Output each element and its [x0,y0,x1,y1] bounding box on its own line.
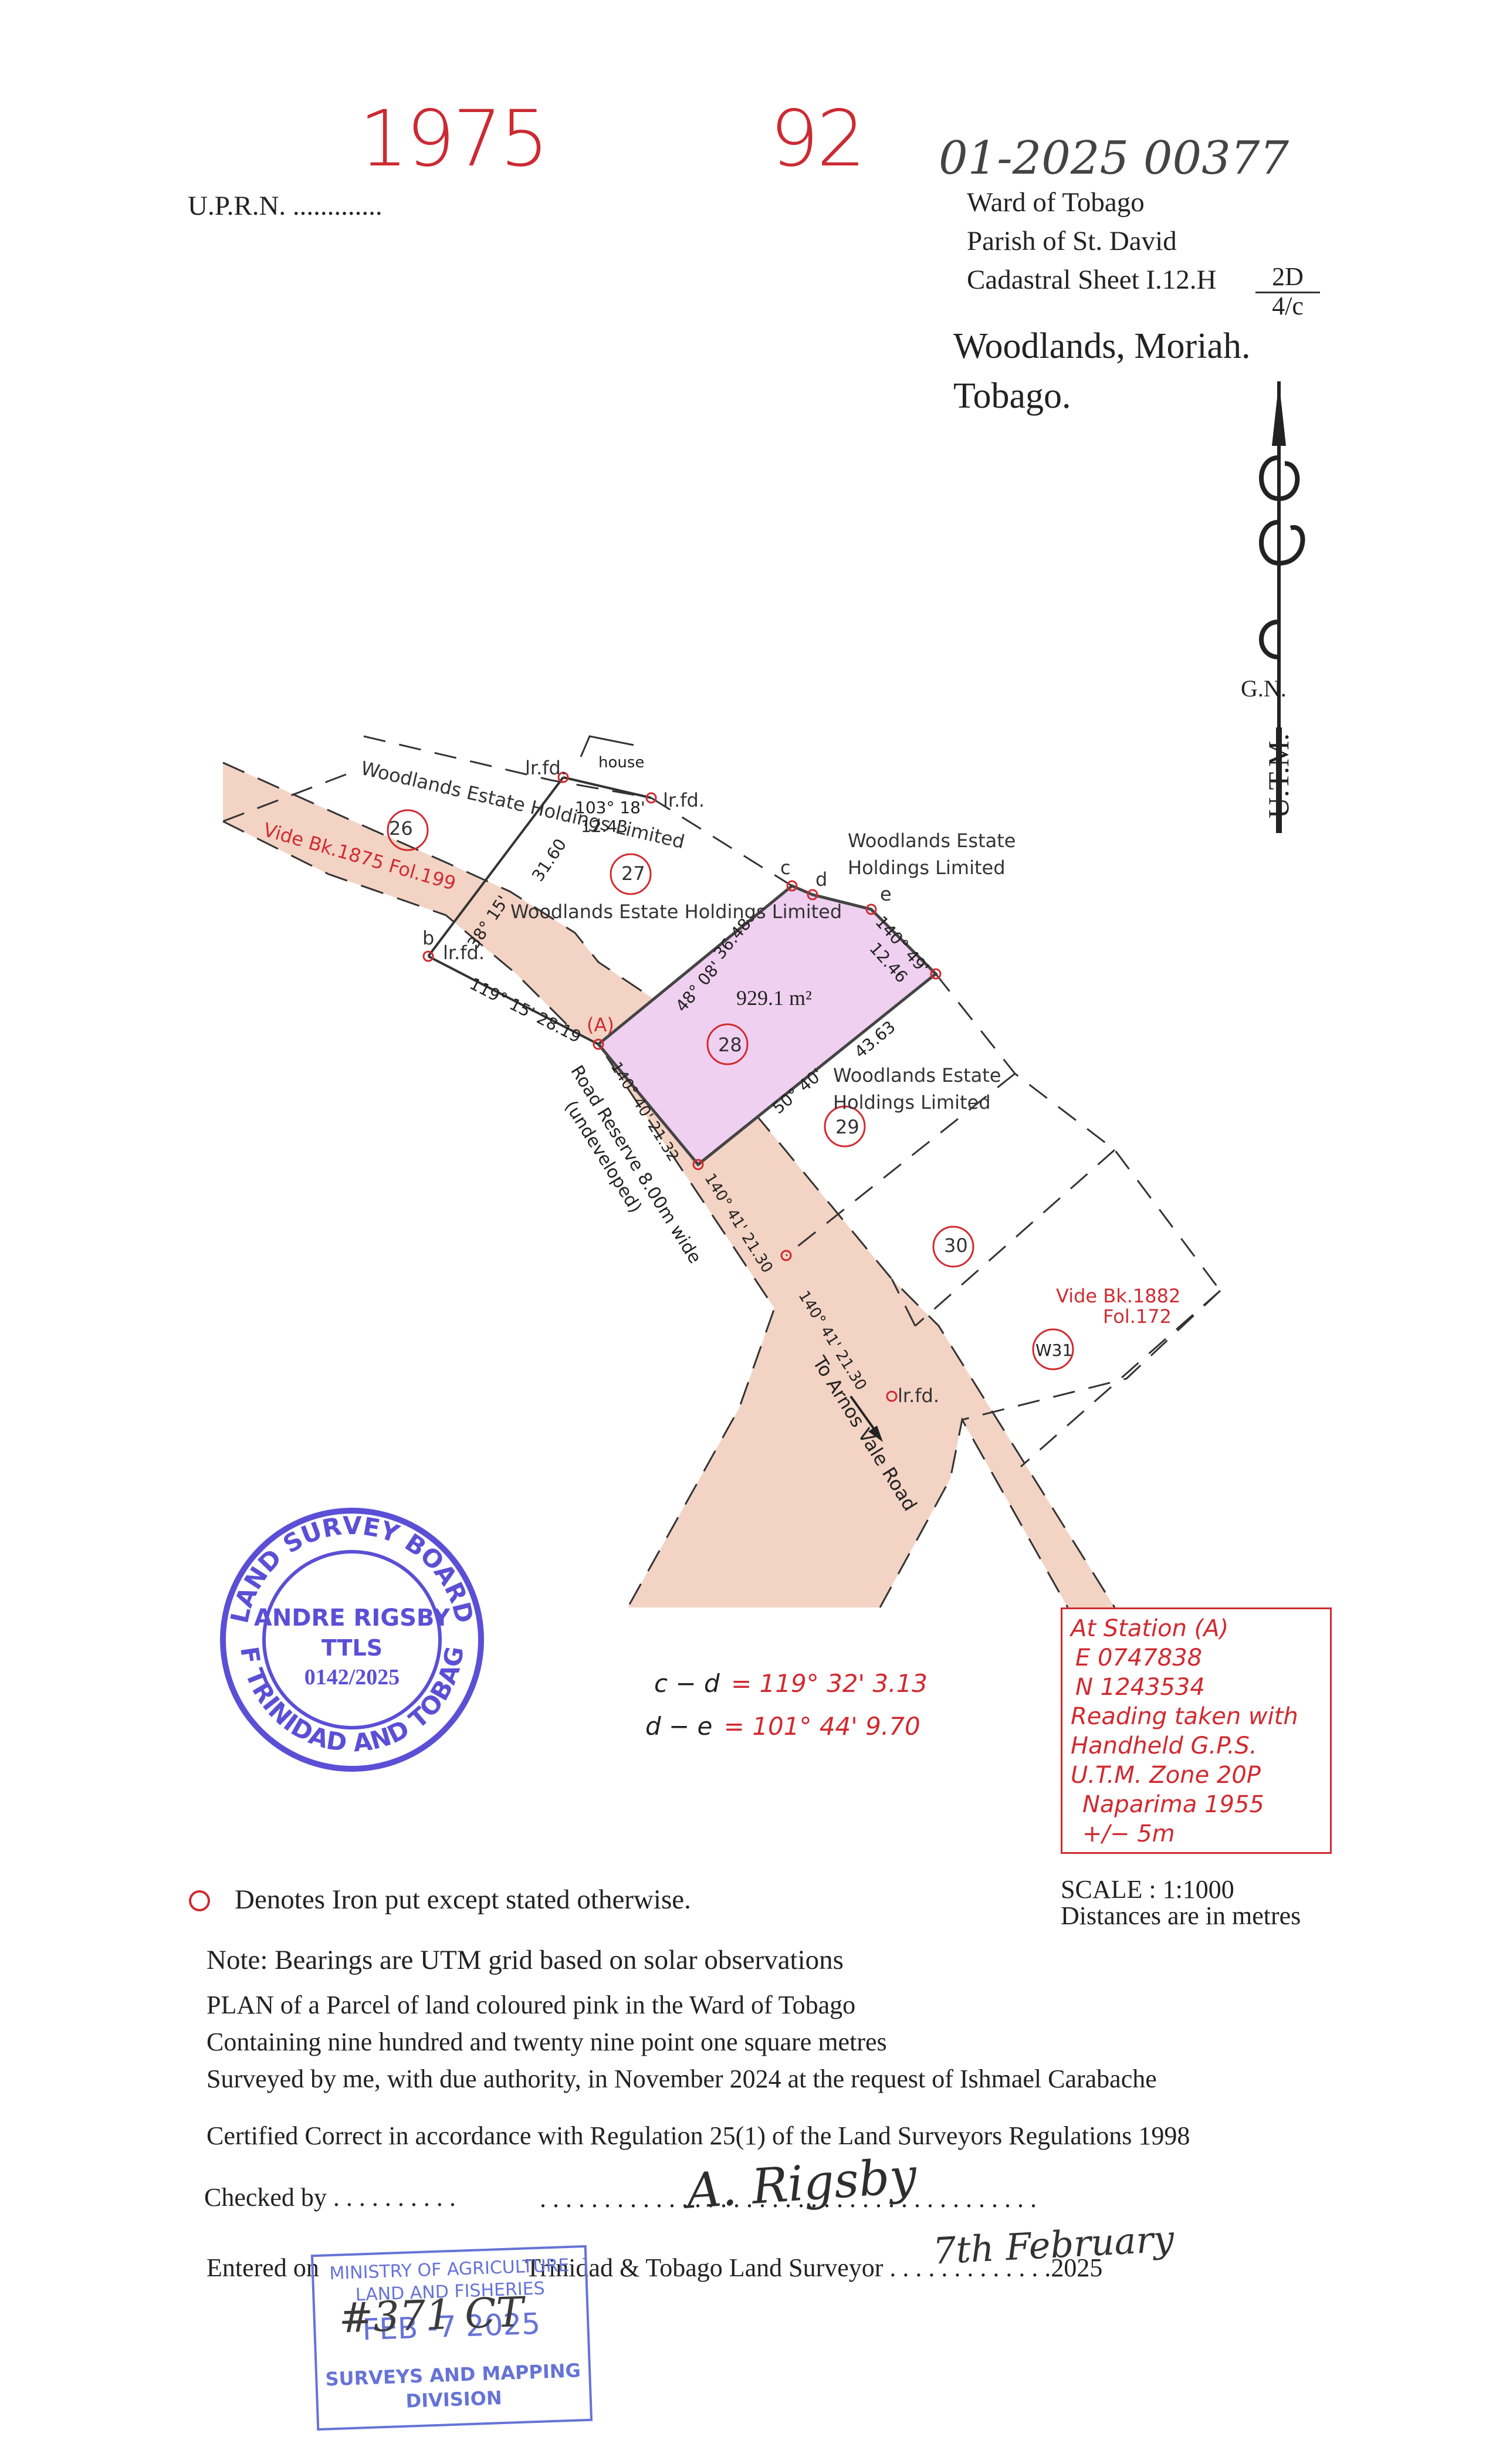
handwritten-reference: 01-2025 00377 [939,132,1289,185]
owner-label-29: Woodlands Estate Holdings Limited [833,1064,1001,1114]
iron-legend-text: Denotes Iron put except stated otherwise… [235,1884,691,1915]
iron-found-label-right: lr.fd. [663,789,705,811]
note-plan: PLAN of a Parcel of land coloured pink i… [207,1991,856,2019]
point-b: b [422,927,435,949]
distances-label: Distances are in metres [1061,1901,1301,1930]
note-surveyed: Surveyed by me, with due authority, in N… [207,2064,1157,2093]
iron-found-label-low: lr.fd. [898,1385,940,1407]
stamp-seal-icon: LAND SURVEY BOARD OF TRINIDAD AND TOBAGO [201,1476,484,1772]
signature-dotted-line: . . . . . . . . . . . . . . . . . . . . … [540,2184,1037,2213]
cadastral-label: Cadastral Sheet I.12.H [967,265,1217,295]
station-line-7: Naparima 1955 [1082,1791,1264,1818]
point-c: c [780,857,791,879]
note-certified: Certified Correct in accordance with Reg… [207,2121,1190,2150]
iron-found-label-b: lr.fd. [443,942,485,964]
station-line-2: E 0747838 [1075,1644,1203,1671]
entered-on-label: Entered on [207,2253,319,2282]
station-line-8: +/− 5m [1082,1820,1175,1847]
survey-plan [222,735,1221,1608]
lot-number-27: 27 [621,862,645,885]
lot-number-30: 30 [944,1234,968,1257]
parcel-area: 929.1 m² [736,986,812,1010]
location-line1: Woodlands, Moriah. [953,326,1251,366]
lot-number-29: 29 [835,1116,859,1138]
ward-label: Ward of Tobago [967,187,1145,218]
handwritten-date: 7th February [932,2217,1175,2273]
lot-number-28: 28 [718,1034,742,1056]
parish-label: Parish of St. David [967,226,1177,256]
station-line-5: Handheld G.P.S. [1071,1732,1257,1759]
owner-label-right: Woodlands Estate Holdings Limited [848,830,1016,879]
distance-12-43: 12.43 [581,817,628,836]
cadastral-fraction-bottom: 4/c [1272,292,1304,320]
checked-by-label: Checked by . . . . . . . . . . [204,2183,456,2212]
bearing-103: 103° 18' [575,798,645,817]
iron-marker-icon [189,1890,210,1911]
land-surveyor-line: Trinidad & Tobago Land Surveyor . . . . … [525,2253,1103,2282]
vide-folio-172: Fol.172 [1103,1305,1172,1328]
sheet-number-left: 1975 [359,94,549,184]
sheet-number-right: 92 [770,94,866,184]
stamp-title: TTLS [321,1635,383,1661]
uprn-label: U.P.R.N. ............. [188,191,383,221]
station-a-label: (A) [587,1014,614,1036]
bearing-row-c-d-value: = 119° 32' 3.13 [731,1669,928,1698]
cadastral-fraction-top: 2D [1255,262,1320,293]
iron-found-label-top: lr.fd. [525,757,567,779]
lot-number-w31: W31 [1035,1341,1073,1360]
vide-reference-1882: Vide Bk.1882 [1056,1285,1181,1307]
bearing-row-d-e: d − e = 101° 44' 9.70 [645,1712,920,1741]
ministry-handwritten: #371 CT [338,2287,524,2343]
bearing-row-c-d-label: c − d [654,1669,720,1698]
stamp-number: 0142/2025 [304,1665,400,1690]
station-line-4: Reading taken with [1071,1703,1298,1730]
ministry-received-stamp: MINISTRY OF AGRICULTURE LAND AND FISHERI… [310,2245,593,2431]
bearing-row-c-d: c − d = 119° 32' 3.13 [654,1669,928,1698]
station-line-3: N 1243534 [1075,1674,1205,1701]
bearing-row-d-e-value: = 101° 44' 9.70 [723,1712,920,1741]
bearing-row-d-e-label: d − e [645,1712,713,1741]
land-survey-board-stamp: LAND SURVEY BOARD OF TRINIDAD AND TOBAGO… [201,1476,493,1781]
station-line-1: At Station (A) [1071,1615,1229,1642]
note-bearings: Note: Bearings are UTM grid based on sol… [207,1945,844,1975]
lot-number-26: 26 [389,817,413,840]
house-label: house [598,754,645,771]
point-d: d [815,868,828,891]
north-arrow-icon [1259,381,1305,833]
scale-label: SCALE : 1:1000 [1061,1875,1234,1904]
grid-north-label: G.N. [1241,675,1287,702]
point-e: e [880,883,892,905]
owner-label-27: Woodlands Estate Holdings Limited [510,901,842,923]
road-reserve-area [223,763,1115,1607]
note-containing: Containing nine hundred and twenty nine … [207,2028,887,2056]
stamp-name: ANDRE RIGSBY [253,1605,451,1632]
gps-station-box: At Station (A) E 0747838 N 1243534 Readi… [1061,1607,1332,1854]
station-line-6: U.T.M. Zone 20P [1071,1762,1261,1789]
location-line2: Tobago. [953,376,1071,416]
